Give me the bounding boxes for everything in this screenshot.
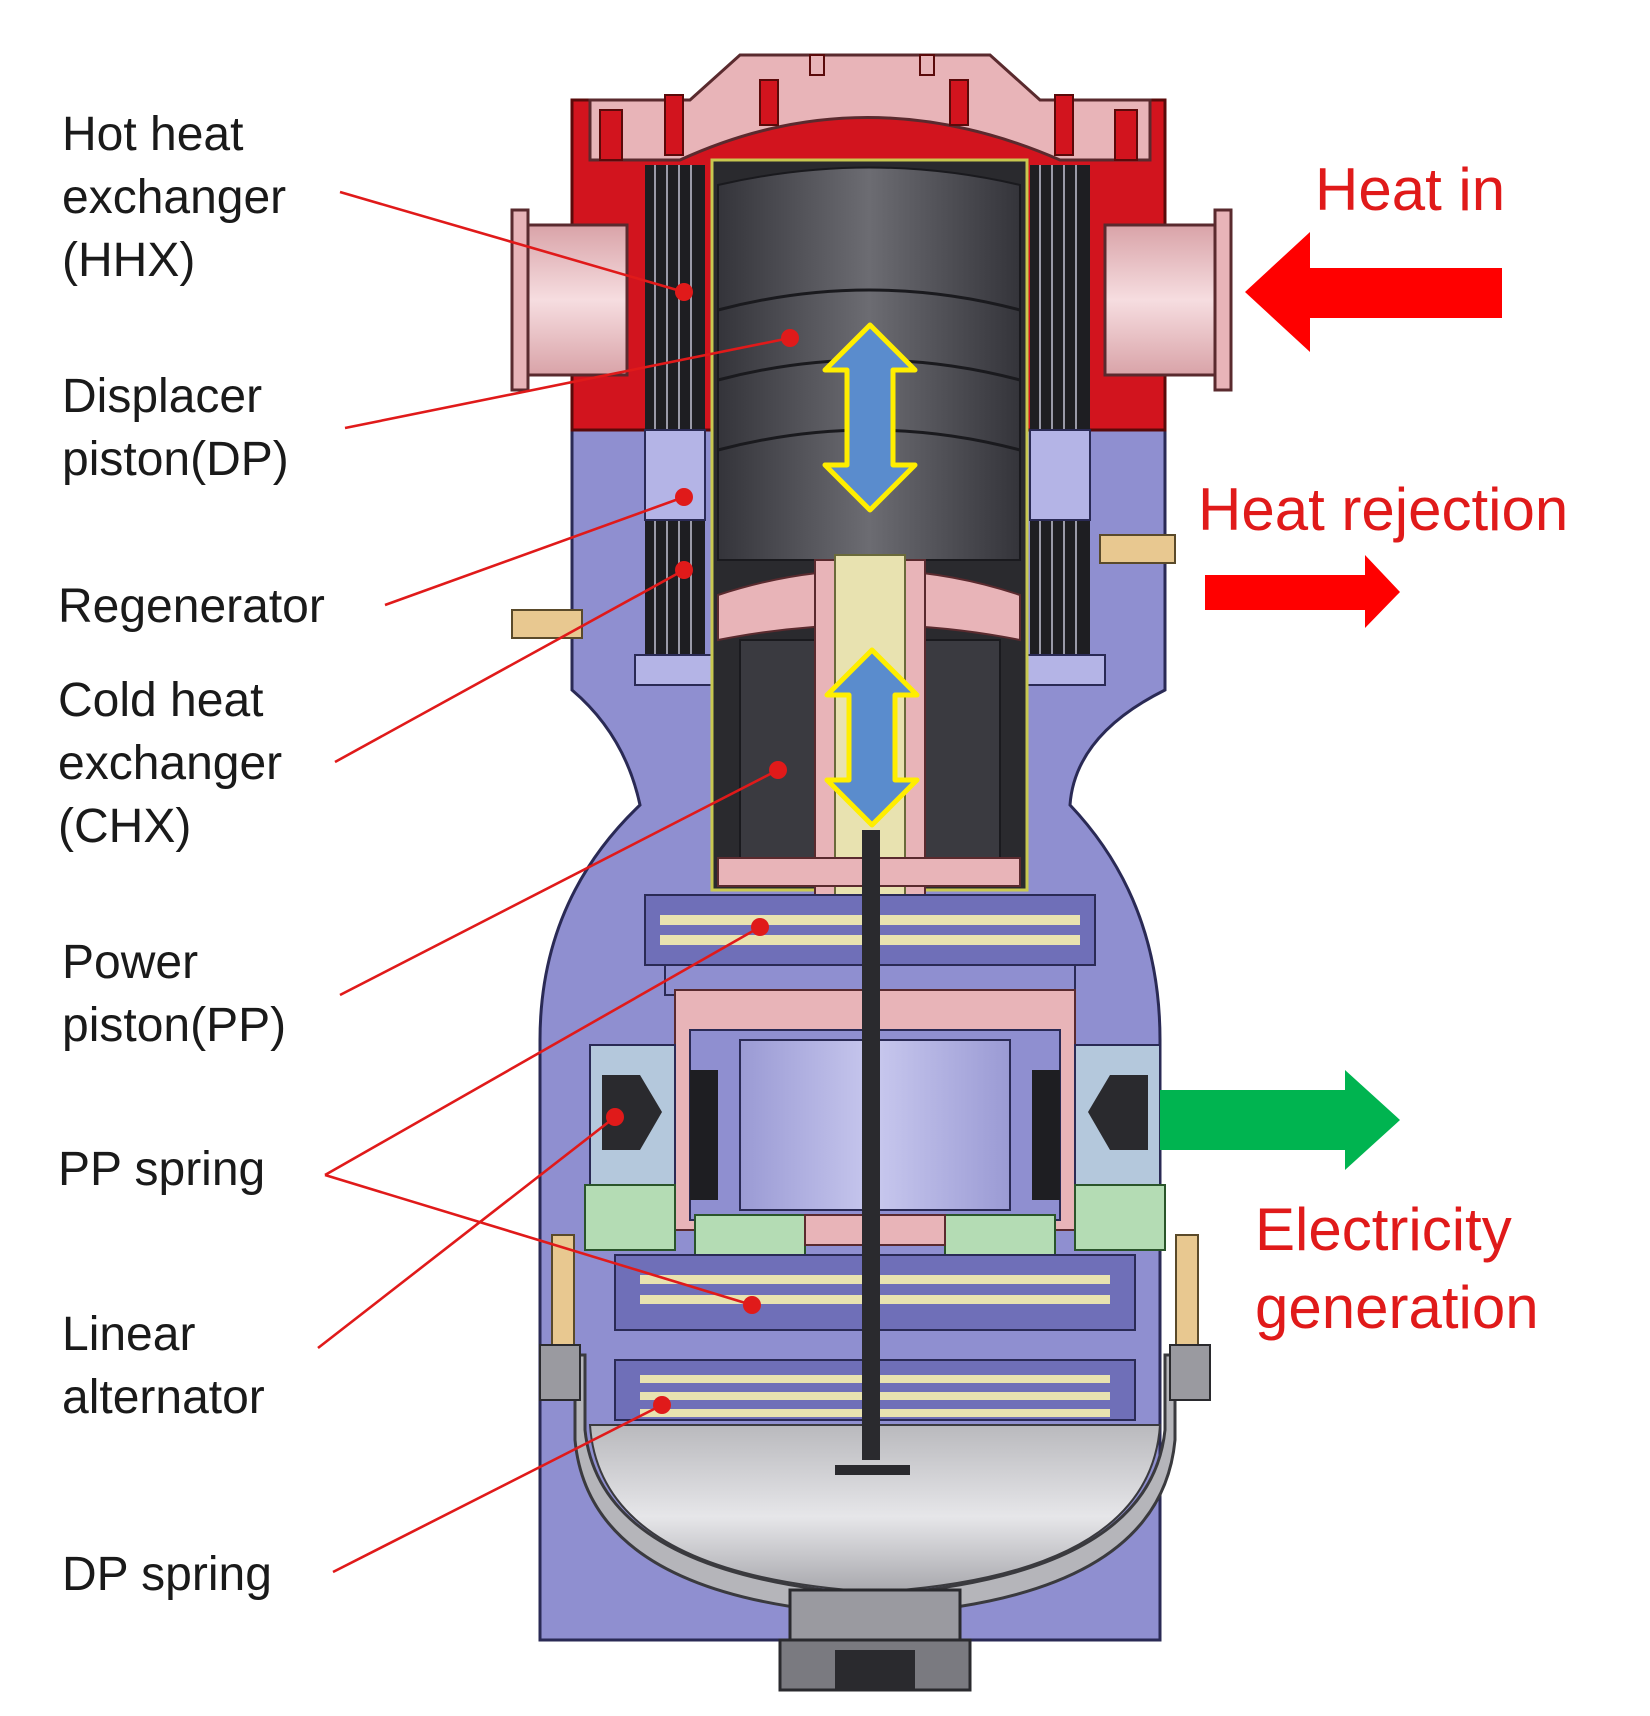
heat-in-arrow	[1245, 232, 1502, 352]
label-linear-alternator: Linear alternator	[62, 1308, 265, 1424]
label-dp-spring: DP spring	[62, 1548, 272, 1601]
displacer-rod	[862, 830, 880, 1460]
base-fitting	[778, 1588, 972, 1692]
power-piston-motion-arrow	[824, 647, 920, 828]
label-hhx: Hot heat exchanger (HHX)	[62, 108, 300, 287]
side-bolts	[511, 534, 1211, 1401]
label-displacer-piston: Displacer piston(DP)	[62, 370, 289, 486]
displacer-motion-arrow	[822, 322, 918, 513]
label-chx: Cold heat exchanger (CHX)	[58, 674, 296, 853]
label-pp-spring: PP spring	[58, 1143, 265, 1196]
top-cap	[588, 53, 1152, 162]
label-power-piston: Power piston(PP)	[62, 936, 286, 1052]
leader-lines	[317, 190, 791, 1574]
callout-electricity-generation: Electricity generation	[1255, 1196, 1539, 1341]
electricity-arrow	[1160, 1070, 1400, 1170]
engine-body	[510, 53, 1233, 1692]
heat-rejection-arrow	[1205, 555, 1400, 628]
callout-heat-in: Heat in	[1315, 156, 1505, 223]
label-regenerator: Regenerator	[58, 580, 325, 633]
leader-dots	[606, 283, 799, 1414]
callout-heat-rejection: Heat rejection	[1198, 476, 1568, 543]
cap-bolts	[599, 54, 1138, 161]
